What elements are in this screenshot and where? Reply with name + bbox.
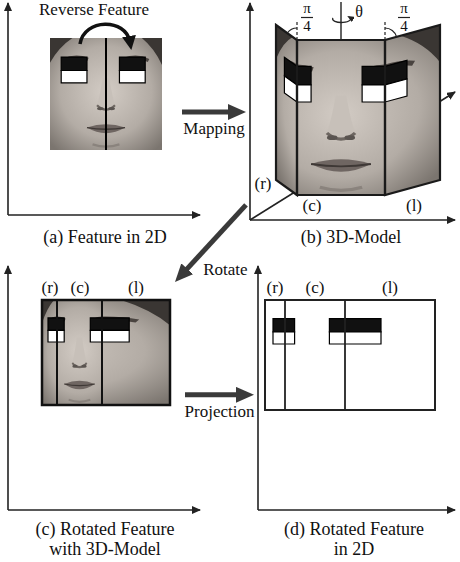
- illustration-part: [42, 300, 57, 405]
- illustration-part: [7, 3, 9, 215]
- panel-caption: (c) Rotated Feature with 3D-Model: [30, 519, 180, 560]
- illustration-part: [287, 28, 297, 33]
- panel-caption: (d) Rotated Feature in 2D: [279, 519, 429, 560]
- illustration-part: [7, 266, 9, 510]
- projected-feature: [111, 300, 435, 410]
- illustration-part: [273, 319, 285, 344]
- illustration-part: [333, 17, 351, 23]
- illustration-part: [50, 38, 162, 150]
- illustration-part: [276, 25, 297, 195]
- illustration-part: [297, 40, 385, 195]
- angle-numerator: π: [303, 0, 311, 17]
- illustration-part: [111, 319, 381, 344]
- illustration-part: [257, 266, 259, 510]
- part-label: (r): [255, 175, 272, 194]
- panel-region: (a) Feature in 2D: [28, 30, 182, 248]
- illustration-part: [220, 25, 440, 240]
- flow-arrow: [185, 392, 244, 397]
- illustration-part: [385, 28, 397, 37]
- illustration-part: [345, 319, 381, 344]
- panel-caption: (a) Feature in 2D: [43, 227, 166, 248]
- illustration-part: [250, 219, 455, 221]
- illustration-part: [42, 300, 170, 405]
- illustration-part: [0, 300, 170, 405]
- illustration-part: [267, 319, 357, 344]
- illustration-part: [57, 300, 102, 405]
- part-label: (c): [71, 279, 90, 298]
- illustration-part: [276, 25, 297, 195]
- illustration-part: [284, 300, 286, 410]
- part-label: (l): [382, 279, 398, 298]
- illustration-part: [384, 22, 385, 40]
- arrow-label: Rotate: [201, 261, 249, 280]
- rotation-axis: [333, 2, 351, 40]
- folded-face-model: [220, 25, 440, 240]
- illustration-part: [57, 300, 102, 405]
- illustration-part: [285, 319, 345, 344]
- illustration-part: [301, 17, 313, 18]
- part-label: (r): [42, 279, 59, 298]
- illustration-part: [273, 319, 285, 344]
- part-label: (l): [128, 279, 144, 298]
- arrow-label: Projection: [183, 403, 257, 422]
- illustration-part: [102, 300, 170, 405]
- illustration-part: [345, 319, 381, 344]
- illustration-part: [8, 509, 200, 511]
- illustration-part: [285, 319, 345, 344]
- illustration-part: [273, 319, 333, 344]
- panel-a-axes: [8, 3, 200, 215]
- part-label: (r): [267, 279, 284, 298]
- reverse-arrow: [80, 24, 130, 44]
- face-photo: [50, 38, 162, 150]
- illustration-part: [385, 25, 440, 195]
- symmetry-line: [105, 38, 107, 150]
- illustration-part: [344, 300, 346, 410]
- illustration-part: [8, 214, 200, 216]
- angle-symbol: θ: [355, 3, 363, 21]
- illustration-part: [102, 300, 170, 405]
- illustration-part: [297, 40, 385, 195]
- illustration-part: [385, 25, 440, 195]
- illustration-part: [385, 25, 440, 195]
- illustration-part: [42, 300, 57, 405]
- illustration-part: [276, 25, 297, 195]
- panel-caption: (b) 3D-Model: [301, 227, 401, 248]
- arrow-label: Mapping: [181, 120, 246, 139]
- panel-d-axes: [258, 266, 455, 510]
- angle-denominator: 4: [303, 18, 311, 35]
- illustration-part: [296, 22, 297, 40]
- illustration-part: [56, 300, 58, 405]
- angle-marks: [287, 18, 410, 41]
- angle-denominator: 4: [400, 18, 408, 35]
- part-label: (l): [406, 197, 422, 216]
- illustration-part: [258, 509, 455, 511]
- illustration-part: [398, 17, 410, 18]
- panel-region: (c) Rotated Feature with 3D-Model: [25, 282, 185, 560]
- panel-region: (b) 3D-Model: [246, 20, 456, 248]
- panel-region: (d) Rotated Feature in 2D: [254, 282, 454, 560]
- illustration-part: [265, 300, 435, 410]
- part-label: (c): [306, 279, 325, 298]
- illustration-part: [340, 2, 341, 40]
- illustration-part: [249, 3, 251, 220]
- annotation-label: Reverse Feature: [39, 1, 149, 20]
- part-label: (c): [303, 197, 322, 216]
- illustration-part: [297, 40, 385, 195]
- flow-arrow: [182, 109, 236, 114]
- illustration-part: [101, 300, 103, 405]
- angle-numerator: π: [400, 0, 408, 17]
- rotated-face: [0, 300, 170, 405]
